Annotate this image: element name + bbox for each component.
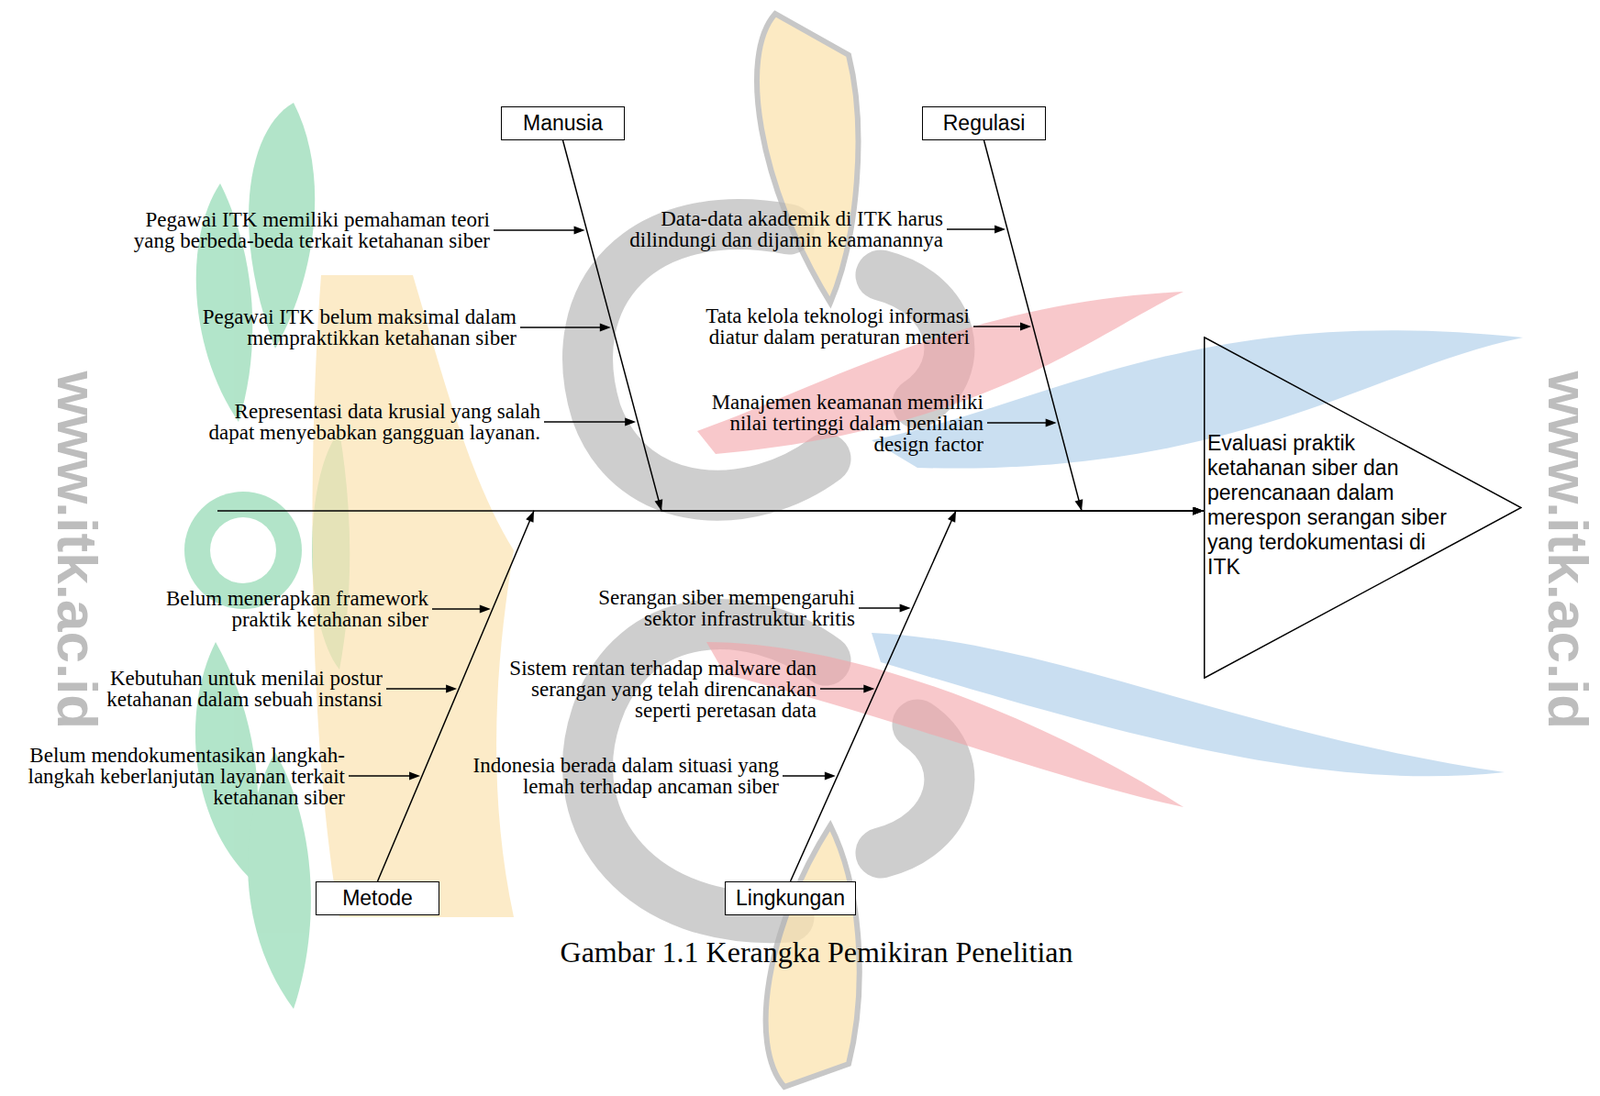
bone-arrowhead: [1075, 499, 1084, 512]
leader-arrowhead: [409, 772, 421, 781]
leader-arrowhead: [445, 685, 457, 694]
bone-arrowhead: [525, 511, 534, 523]
leader-arrowhead: [1020, 322, 1032, 332]
cause-text: Pegawai ITK belum maksimal dalam memprak…: [193, 306, 517, 349]
spine-line: [217, 510, 534, 512]
bone-arrowhead: [947, 511, 956, 523]
leader-arrowhead: [900, 604, 912, 613]
bone-arrowhead: [655, 499, 664, 512]
category-box: Metode: [315, 881, 440, 916]
leader-arrow: [544, 421, 631, 423]
cause-text: Sistem rentan terhadap malware dan seran…: [493, 657, 817, 722]
leaf-ring-hole: [210, 517, 277, 584]
cause-text: Data-data akademik di ITK harus dilindun…: [620, 208, 944, 251]
leader-arrow: [820, 688, 869, 690]
watermark: www.itk.ac.id: [1538, 371, 1598, 730]
red-ribbons: [697, 291, 1184, 808]
head-triangle: [1204, 337, 1522, 679]
bone-connector: [984, 140, 1205, 512]
cause-text: Belum menerapkan framework praktik ketah…: [157, 588, 429, 631]
leader-arrowhead: [624, 418, 636, 427]
watermark: www.itk.ac.id: [47, 371, 107, 730]
bone-connector: [790, 511, 1205, 882]
effect-head: Evaluasi praktik ketahanan siber dan per…: [1203, 336, 1523, 679]
category-label: Manusia: [522, 111, 603, 136]
cause-text: Representasi data krusial yang salah dap…: [200, 400, 541, 444]
bone-connector: [377, 511, 1205, 882]
category-box: Lingkungan: [724, 881, 856, 916]
leader-arrowhead: [824, 772, 836, 781]
leader-arrow: [520, 326, 606, 329]
cause-text: Tata kelola teknologi informasi diatur d…: [694, 305, 970, 348]
leader-arrowhead: [994, 225, 1006, 234]
cause-text: Serangan siber mempengaruhi sektor infra…: [588, 587, 856, 630]
horns: [756, 13, 860, 1088]
leader-arrowhead: [574, 226, 586, 235]
leader-arrow: [987, 422, 1052, 424]
category-label: Regulasi: [943, 111, 1026, 136]
bone-connector: [563, 140, 1205, 512]
cause-text: Indonesia berada dalam situasi yang lema…: [466, 755, 779, 798]
cause-text: Manajemen keamanan memiliki nilai tertin…: [703, 391, 984, 456]
category-label: Metode: [342, 886, 413, 912]
cause-text: Belum mendokumentasikan langkah-langkah …: [7, 744, 345, 809]
leader-arrow: [858, 607, 906, 610]
leader-arrow: [348, 775, 415, 778]
effect-text: Evaluasi praktik ketahanan siber dan per…: [1207, 431, 1454, 580]
leader-arrowhead: [1045, 419, 1057, 428]
leader-arrowhead: [600, 323, 612, 333]
leader-arrow: [493, 229, 580, 232]
leader-arrow: [973, 325, 1026, 328]
category-box: Regulasi: [922, 106, 1046, 141]
category-box: Manusia: [500, 106, 625, 141]
figure-caption: Gambar 1.1 Kerangka Pemikiran Penelitian: [560, 935, 1074, 969]
leader-arrowhead: [863, 685, 875, 694]
leader-arrow: [782, 775, 831, 778]
leader-arrow: [946, 228, 1000, 231]
cause-text: Kebutuhan untuk menilai postur ketahanan…: [98, 667, 383, 711]
leader-arrow: [386, 688, 452, 690]
category-label: Lingkungan: [735, 886, 845, 912]
leader-arrowhead: [479, 605, 491, 614]
cause-text: Pegawai ITK memiliki pemahaman teori yan…: [122, 209, 490, 252]
leader-arrow: [432, 608, 486, 611]
